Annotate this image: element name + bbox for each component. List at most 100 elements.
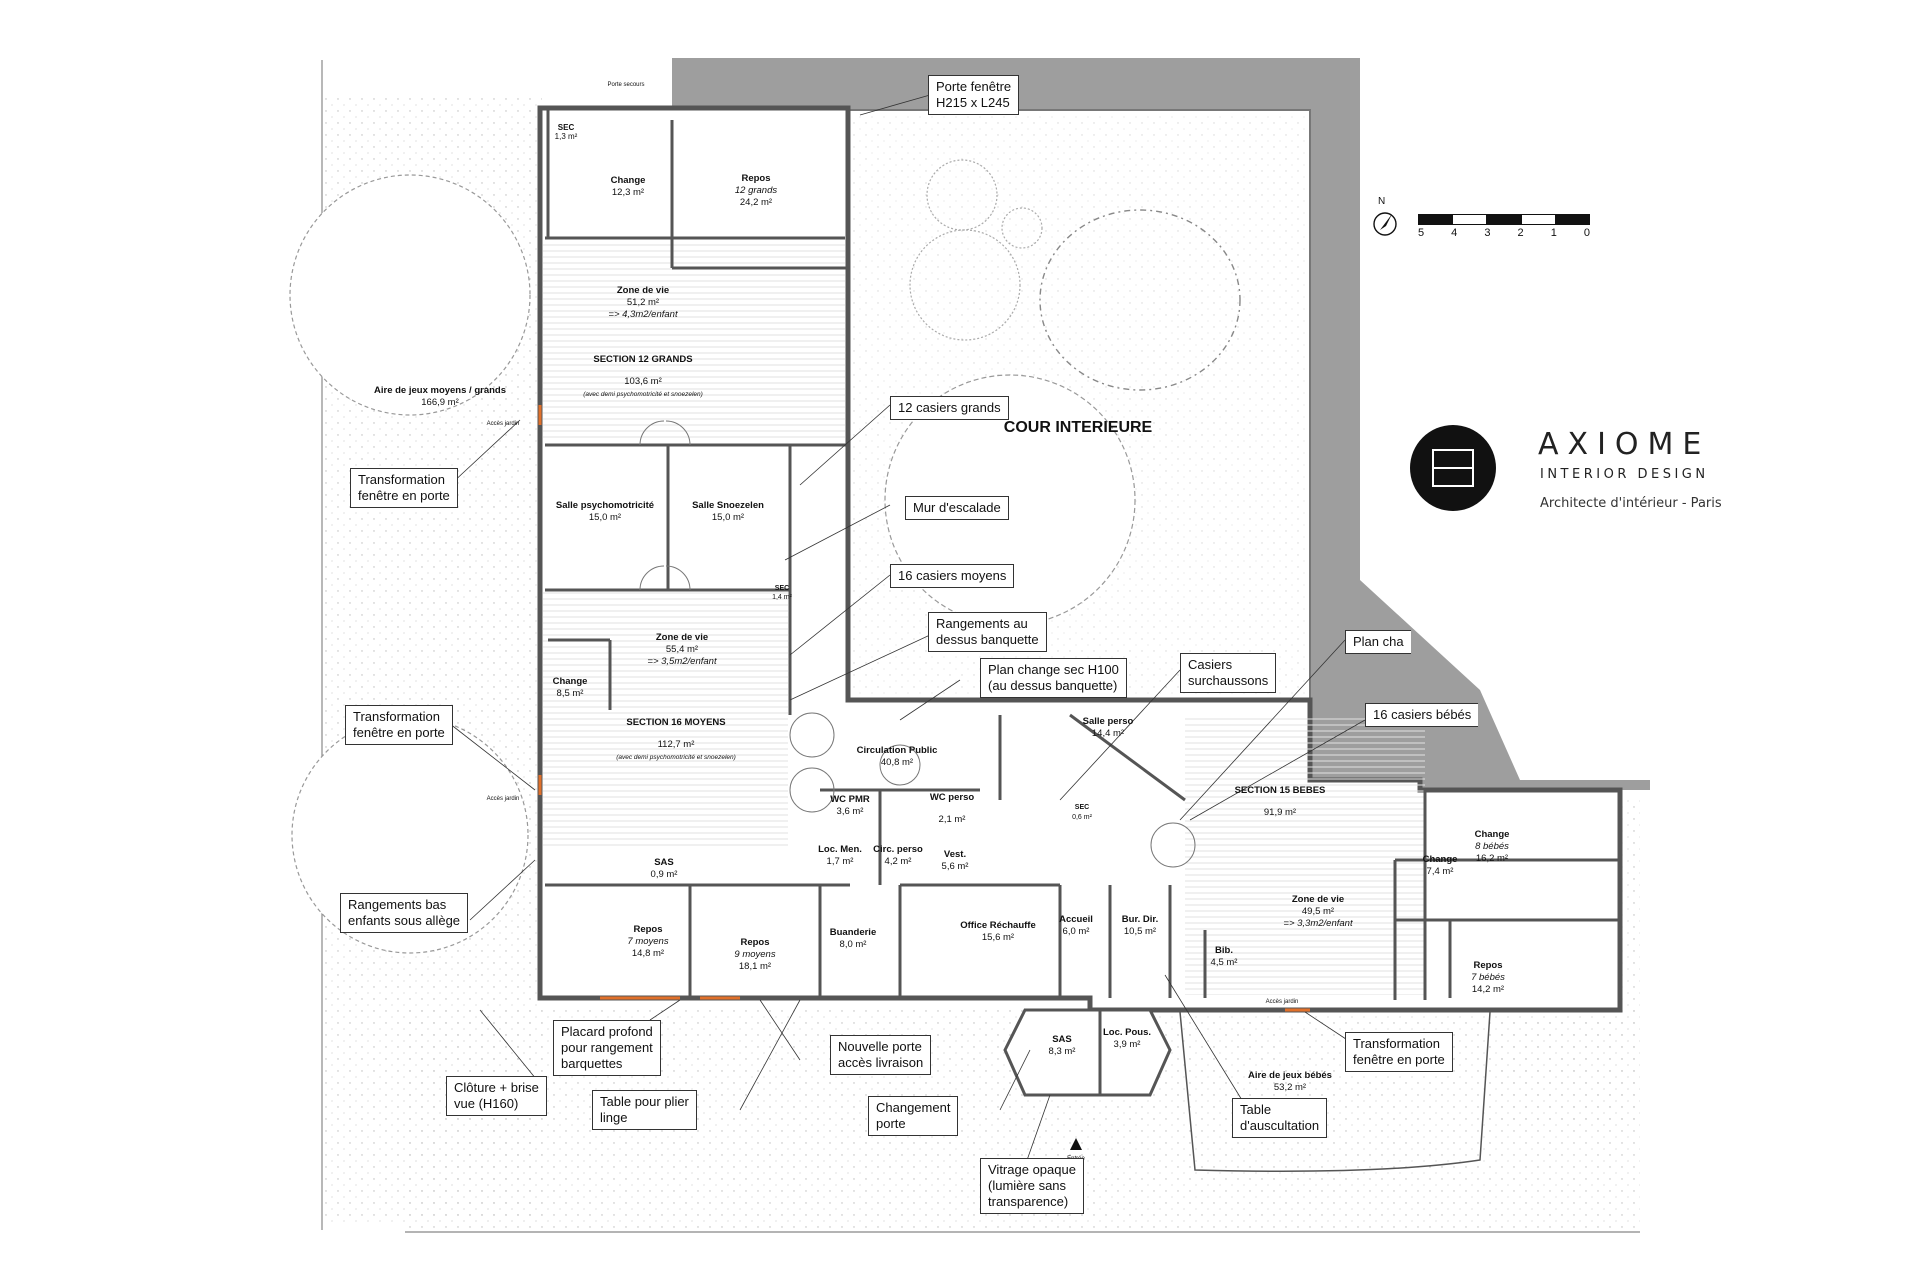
room-ratio: => 4,3m2/enfant (608, 309, 678, 320)
room-name: SAS (654, 857, 674, 868)
callout-rangements-bas: Rangements bas enfants sous allège (340, 893, 469, 933)
partitions (545, 108, 1620, 1000)
scale-tick: 1 (1550, 227, 1557, 239)
room-area: 14,2 m² (1472, 984, 1504, 995)
courtyard-gear (909, 229, 1021, 341)
room-area: 103,6 m² (624, 376, 662, 387)
callout-12-casiers-grands: 12 casiers grands (890, 396, 1009, 420)
room-name: Change (1423, 854, 1458, 865)
callout-placard-profond: Placard profond pour rangement barquette… (553, 1020, 661, 1076)
room-area: 0,9 m² (651, 869, 678, 880)
room-detail: 8 bébés (1475, 841, 1509, 852)
room-area: 4,2 m² (885, 856, 912, 867)
building-floor (543, 240, 1425, 995)
room-area: 5,6 m² (942, 861, 969, 872)
callout-transformation-3: Transformation fenêtre en porte (1345, 1032, 1453, 1072)
mark-acces-jardin: Accès jardin (487, 796, 520, 802)
compass-needle (1380, 214, 1392, 230)
scale-tick: 3 (1484, 227, 1491, 239)
scale-tick: 2 (1517, 227, 1524, 239)
room-area: 91,9 m² (1264, 807, 1296, 818)
room-name: Vest. (944, 849, 966, 860)
room-name: SAS (1052, 1034, 1072, 1045)
courtyard-shrub (1039, 209, 1241, 391)
room-area: 3,6 m² (837, 806, 864, 817)
room-name: Aire de jeux moyens / grands (374, 385, 506, 396)
room-area: 55,4 m² (666, 644, 698, 655)
room-name: Accueil (1059, 914, 1093, 925)
leader-lines (444, 94, 1366, 1181)
room-area: 8,5 m² (557, 688, 584, 699)
room-area: 112,7 m² (658, 739, 695, 750)
callout-changement-porte: Changement porte (868, 1096, 959, 1136)
room-name: SECTION 15 BEBES (1235, 785, 1326, 796)
room-area: 0,6 m² (1072, 814, 1093, 821)
new-door-markers (538, 405, 1310, 1012)
room-name: SECTION 16 MOYENS (626, 717, 725, 728)
room-name: SEC (1075, 804, 1089, 811)
room-area: 2,1 m² (939, 814, 966, 825)
callout-nouvelle-porte: Nouvelle porte accès livraison (830, 1035, 932, 1075)
scale-bar: 5 4 3 2 1 0 (1418, 214, 1590, 239)
room-detail: 7 moyens (627, 936, 668, 947)
courtyard-gear (926, 159, 998, 231)
room-name: Bur. Dir. (1122, 914, 1158, 925)
room-name: Salle perso (1083, 716, 1134, 727)
brand-name: AXIOME (1538, 427, 1711, 462)
room-area: 15,6 m² (982, 932, 1014, 943)
room-area: 6,0 m² (1063, 926, 1090, 937)
room-detail: 9 moyens (734, 949, 775, 960)
callout-vitrage-opaque: Vitrage opaque (lumière sans transparenc… (980, 1158, 1084, 1214)
brand-tagline: Architecte d'intérieur - Paris (1540, 496, 1722, 511)
room-area: 14,4 m² (1092, 728, 1124, 739)
room-name: Bib. (1215, 945, 1233, 956)
north-arrow: N (1368, 196, 1408, 245)
scale-ticks: 5 4 3 2 1 0 (1418, 227, 1590, 239)
callout-plan-change: Plan cha (1345, 630, 1411, 654)
brand-subtitle: INTERIOR DESIGN (1540, 467, 1709, 482)
callout-casiers-surchaussons: Casiers surchaussons (1180, 653, 1277, 693)
mark-porte-secours: Porte secours (607, 82, 644, 88)
room-area: 15,0 m² (712, 512, 744, 523)
room-name: WC perso (930, 792, 975, 803)
room-name: Repos (741, 173, 770, 184)
room-name: Zone de vie (1292, 894, 1344, 905)
room-area: 49,5 m² (1302, 906, 1334, 917)
room-area: 4,5 m² (1211, 957, 1238, 968)
room-area: 24,2 m² (740, 197, 772, 208)
room-detail: 7 bébés (1471, 972, 1505, 983)
room-area: 10,5 m² (1124, 926, 1156, 937)
north-label: N (1378, 196, 1385, 207)
room-name: Loc. Pous. (1103, 1027, 1151, 1038)
scale-bar-graphic (1418, 214, 1590, 225)
room-name: Repos (633, 924, 662, 935)
room-area: 166,9 m² (421, 397, 459, 408)
entree-arrow (1070, 1138, 1082, 1150)
loc-pous (1098, 1008, 1172, 1097)
room-name: Change (1475, 829, 1510, 840)
room-area: 18,1 m² (739, 961, 771, 972)
brand-logo-icon (1410, 425, 1496, 511)
compass-icon (1373, 212, 1397, 236)
room-name: Aire de jeux bébés (1248, 1070, 1332, 1081)
room-area: 53,2 m² (1274, 1082, 1306, 1093)
room-name: WC PMR (830, 794, 870, 805)
room-name: Loc. Men. (818, 844, 862, 855)
room-area: 3,9 m² (1114, 1039, 1141, 1050)
room-area: 7,4 m² (1427, 866, 1454, 877)
room-area: 51,2 m² (627, 297, 659, 308)
room-area: 12,3 m² (612, 187, 644, 198)
tree (289, 174, 531, 416)
room-note: (avec demi psychomotricité et snoezelen) (616, 754, 736, 761)
room-area: 1,4 m² (772, 594, 793, 601)
room-name: SEC (775, 585, 789, 592)
room-ratio: => 3,3m2/enfant (1283, 918, 1353, 929)
room-name: Buanderie (830, 927, 876, 938)
room-name: Repos (740, 937, 769, 948)
callout-transformation-1: Transformation fenêtre en porte (350, 468, 458, 508)
room-name: SEC (558, 123, 575, 132)
door-swings (639, 420, 1196, 868)
neighbour-building-east (1305, 110, 1650, 790)
callout-cloture: Clôture + brise vue (H160) (446, 1076, 547, 1116)
mark-acces-jardin: Accès jardin (1266, 999, 1299, 1005)
